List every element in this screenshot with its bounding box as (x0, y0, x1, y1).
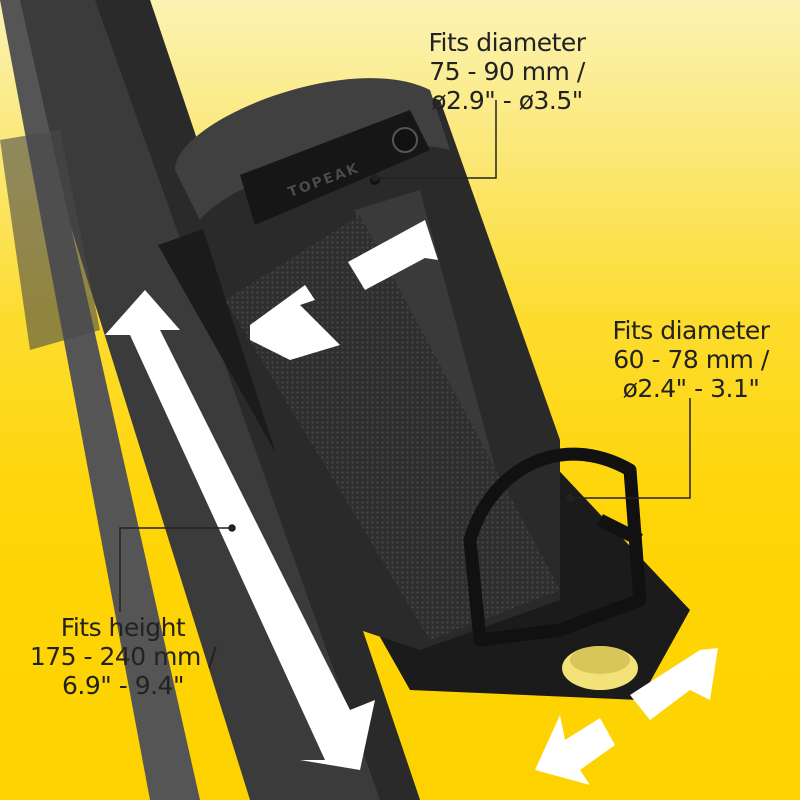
callout-title: Fits height (60, 613, 186, 642)
width-arrow-upper-left (250, 285, 340, 360)
cage-arrow-left (535, 715, 615, 785)
leader-line-bottom (119, 527, 232, 612)
callout-metric: 175 - 240 mm / (29, 642, 217, 671)
height-arrow (105, 290, 375, 770)
leader-lines (119, 100, 691, 612)
callout-top-diameter: Fits diameter 75 - 90 mm / ø2.9" - ø3.5" (412, 28, 602, 115)
callout-metric: 60 - 78 mm / (613, 345, 769, 374)
bottle-cage (463, 447, 647, 647)
leader-line-top (375, 100, 497, 179)
callout-imperial: ø2.9" - ø3.5" (431, 86, 583, 115)
leader-line-middle (570, 398, 691, 499)
callout-metric: 75 - 90 mm / (429, 57, 585, 86)
callout-title: Fits diameter (612, 316, 770, 345)
adjustment-arrows (105, 220, 718, 785)
callout-height: Fits height 175 - 240 mm / 6.9" - 9.4" (18, 613, 228, 700)
callout-imperial: ø2.4" - 3.1" (622, 374, 760, 403)
end-cap (562, 646, 638, 690)
callout-middle-diameter: Fits diameter 60 - 78 mm / ø2.4" - 3.1" (596, 316, 786, 403)
callout-imperial: 6.9" - 9.4" (62, 671, 184, 700)
width-arrow-upper-right (348, 220, 438, 290)
callout-title: Fits diameter (428, 28, 586, 57)
cage-arrow-right (630, 648, 718, 720)
